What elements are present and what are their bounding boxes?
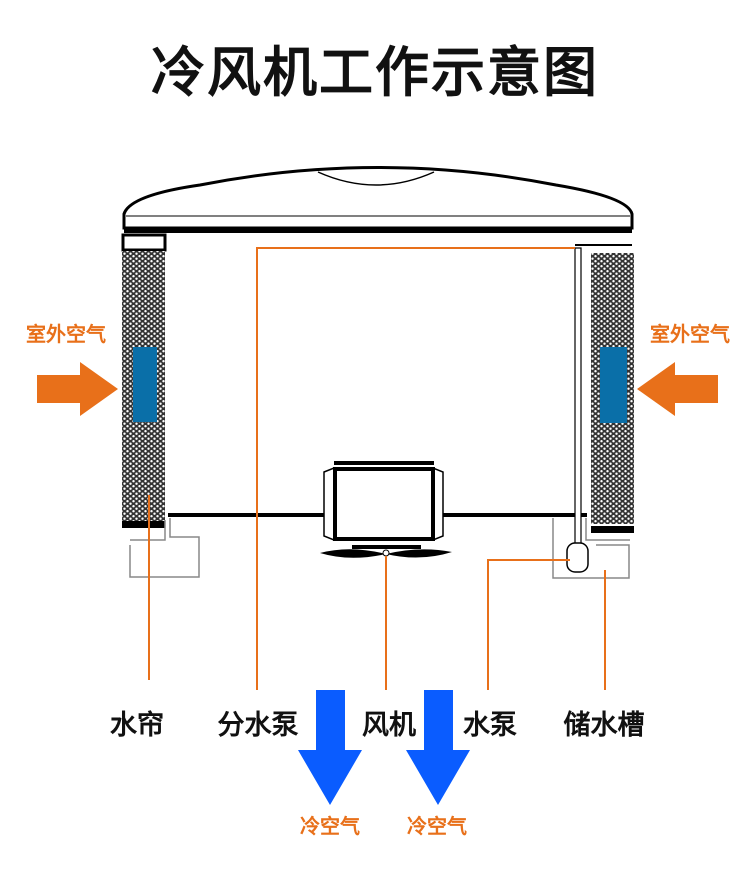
right-pad-blue	[600, 347, 627, 423]
distribution-pump-label: 分水泵	[217, 710, 299, 741]
top-vent	[317, 171, 435, 186]
water-pump	[566, 542, 589, 573]
cold-air-label-2: 冷空气	[407, 814, 467, 838]
left-tank	[129, 518, 200, 578]
fan-label: 风机	[362, 710, 416, 741]
water-pipe	[574, 247, 582, 547]
cold-air-arrow-2	[406, 690, 470, 805]
water-curtain-label: 水帘	[110, 710, 164, 741]
left-header-box	[121, 233, 167, 252]
outside-air-right-label: 室外空气	[650, 322, 730, 346]
right-tank	[552, 518, 630, 579]
leader-lines	[148, 247, 606, 690]
fan-housing	[323, 467, 444, 541]
page-title: 冷风机工作示意图	[151, 41, 599, 104]
outside-air-left-label: 室外空气	[26, 322, 106, 346]
fan-blade	[320, 549, 452, 558]
cold-air-arrow-1	[298, 690, 362, 805]
cold-air-label-1: 冷空气	[300, 814, 360, 838]
right-air-in-arrow	[637, 362, 718, 416]
top-cover	[122, 166, 634, 230]
left-pad-blue	[133, 347, 157, 422]
water-pump-label: 水泵	[463, 710, 517, 741]
water-tank-label: 储水槽	[563, 710, 645, 741]
left-air-in-arrow	[37, 362, 118, 416]
